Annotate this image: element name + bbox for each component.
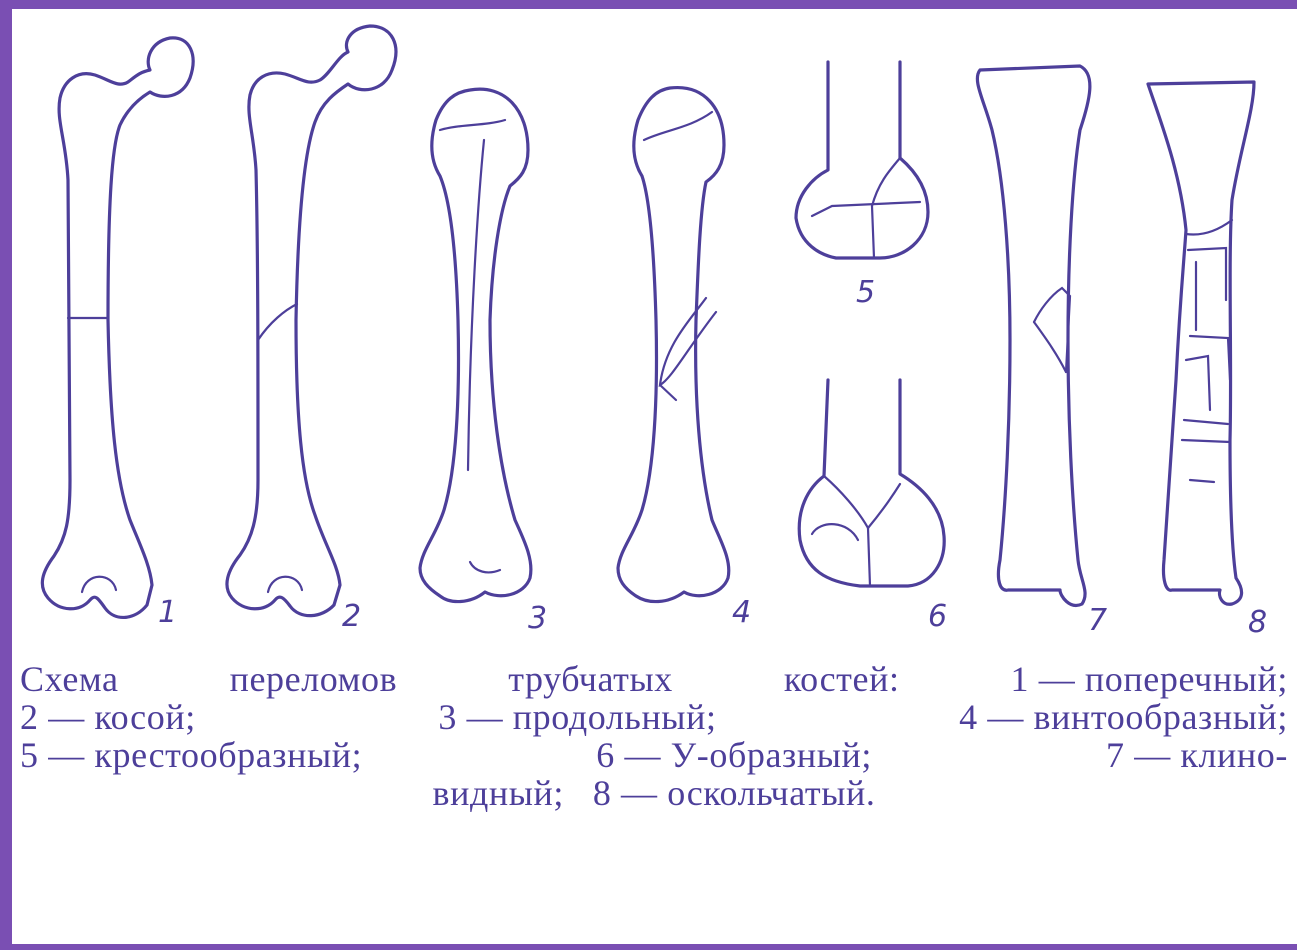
caption-item-7: 7 — клино-: [1106, 736, 1288, 774]
caption-item-1: 1 — поперечный;: [1011, 660, 1288, 698]
figure-caption: Схема переломов трубчатых костей: 1 — по…: [20, 660, 1288, 812]
bone-8-comminuted: [1148, 82, 1254, 604]
caption-line-3: 5 — крестообразный; 6 — У-образный; 7 — …: [20, 736, 1288, 774]
bone-1-transverse: [42, 38, 193, 618]
label-6: 6: [928, 599, 947, 634]
caption-line-2: 2 — косой; 3 — продольный; 4 — винтообра…: [20, 698, 1288, 736]
bone-2-oblique: [227, 26, 396, 616]
caption-word: переломов: [230, 660, 398, 698]
bone-4-spiral: [618, 88, 729, 602]
label-7: 7: [1088, 603, 1107, 638]
caption-line-4: видный; 8 — оскольчатый.: [20, 774, 1288, 812]
bone-5-cruciform: [796, 62, 928, 258]
caption-item-3: 3 — продольный;: [438, 698, 716, 736]
caption-item-4: 4 — винтообразный;: [959, 698, 1288, 736]
label-1: 1: [158, 595, 177, 630]
label-5: 5: [856, 275, 875, 310]
bone-3-longitudinal: [420, 89, 531, 601]
label-3: 3: [528, 601, 547, 636]
caption-word: костей:: [784, 660, 900, 698]
caption-word: трубчатых: [508, 660, 673, 698]
label-4: 4: [732, 595, 751, 630]
caption-item-2: 2 — косой;: [20, 698, 196, 736]
caption-word: Схема: [20, 660, 119, 698]
label-8: 8: [1248, 605, 1267, 640]
label-2: 2: [342, 599, 361, 634]
caption-item-6: 6 — У-образный;: [596, 736, 872, 774]
bone-7-wedge: [977, 66, 1090, 605]
bone-6-y-shaped: [799, 380, 944, 586]
caption-line-1: Схема переломов трубчатых костей: 1 — по…: [20, 660, 1288, 698]
caption-item-5: 5 — крестообразный;: [20, 736, 362, 774]
